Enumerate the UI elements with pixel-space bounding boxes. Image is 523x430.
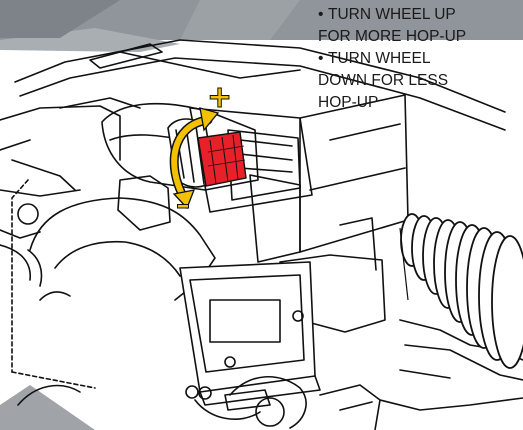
shadow-band — [0, 385, 95, 430]
bullet: • — [318, 50, 324, 67]
instruction-line: TURN WHEEL UP — [328, 6, 456, 23]
instruction-turn-up: •TURN WHEEL UP FOR MORE HOP-UP — [318, 4, 523, 48]
minus-sign: – — [176, 188, 191, 222]
plus-sign: + — [206, 80, 233, 116]
instruction-line: FOR MORE HOP-UP — [318, 28, 467, 45]
blaster-line-art — [0, 39, 523, 430]
top-rail — [14, 39, 506, 113]
arrow-head-up — [199, 107, 220, 132]
bullet: • — [318, 6, 324, 23]
header-bar — [0, 0, 523, 52]
instruction-line: DOWN FOR LESS — [318, 72, 449, 89]
curved-double-arrow — [169, 107, 220, 210]
spring — [399, 213, 523, 369]
instruction-turn-down: •TURN WHEEL DOWN FOR LESS HOP-UP — [318, 48, 523, 114]
hop-up-wheel — [197, 131, 247, 187]
arrow-head-down — [172, 189, 196, 210]
nose-cone — [101, 102, 259, 191]
instruction-line: TURN WHEEL — [328, 50, 431, 67]
hop-up-instructions: •TURN WHEEL UP FOR MORE HOP-UP •TURN WHE… — [318, 4, 523, 114]
instruction-line: HOP-UP — [318, 94, 379, 111]
